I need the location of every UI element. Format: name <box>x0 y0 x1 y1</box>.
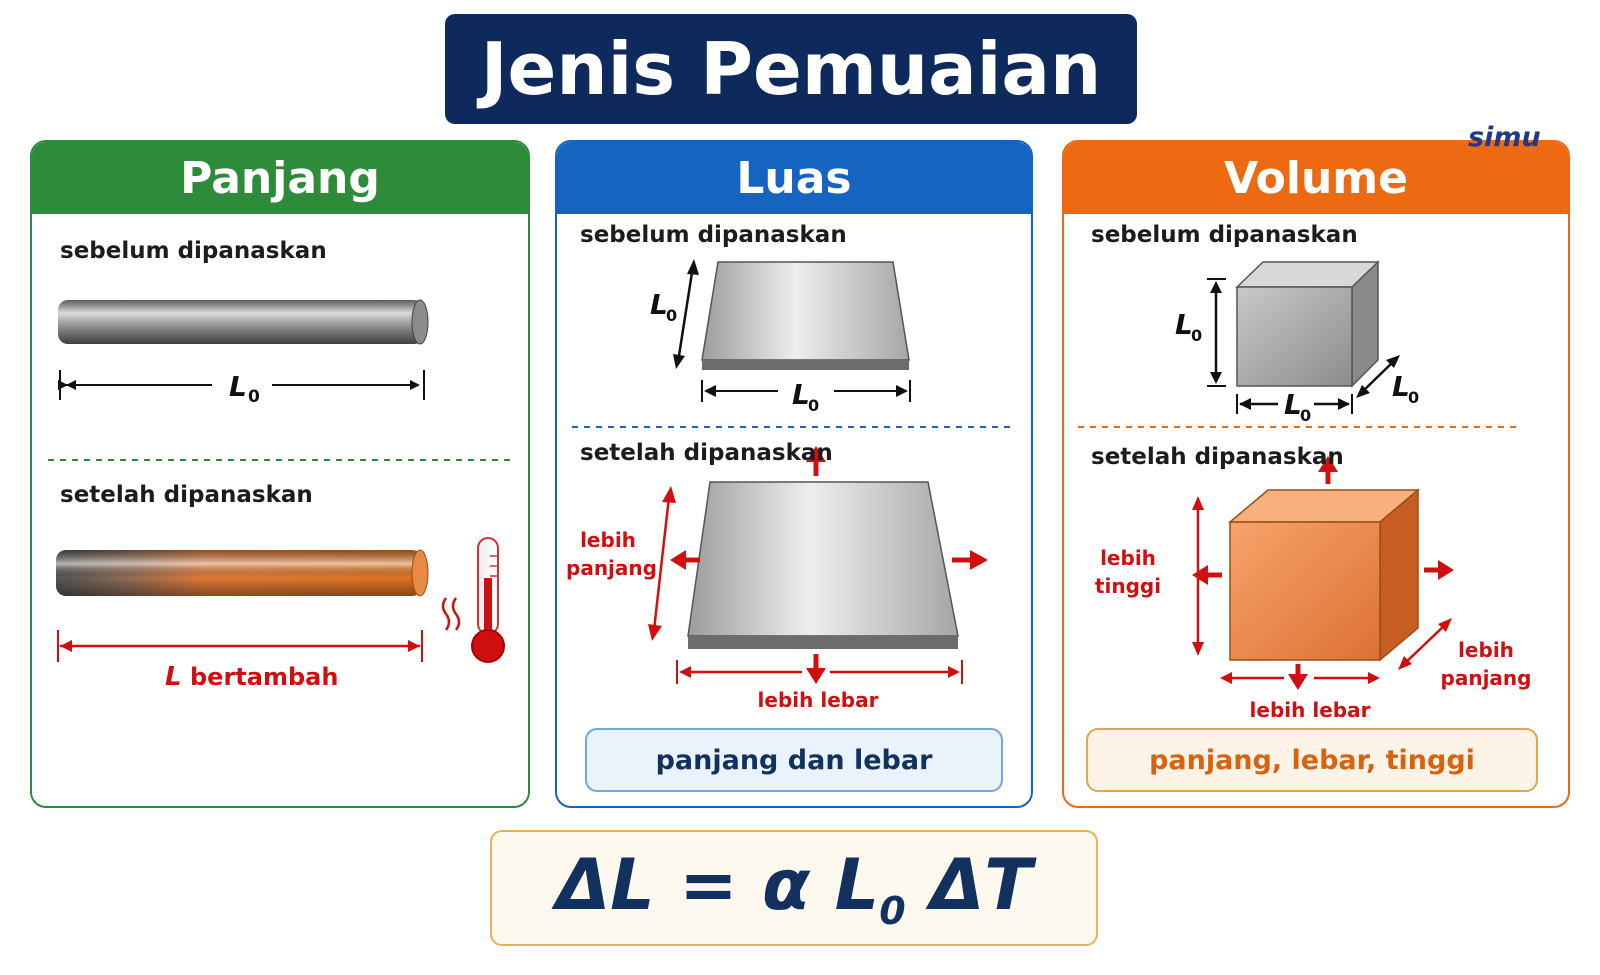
volume-after-label: setelah dipanaskan <box>1091 444 1344 470</box>
dim-sub-panjang: 0 <box>248 387 260 407</box>
luas-longer-label: lebih panjang <box>566 526 657 582</box>
panel-panjang-heading: Panjang <box>32 142 528 214</box>
formula-box: ΔL = α L0 ΔT <box>490 830 1098 946</box>
panel-volume-heading: Volume <box>1064 142 1568 214</box>
luas-after-label: setelah dipanaskan <box>580 440 833 466</box>
panel-panjang: Panjang <box>30 140 530 808</box>
dim-sub-luas-h: 0 <box>666 306 677 325</box>
volume-longer-line1: lebih <box>1458 638 1514 662</box>
title-banner: Jenis Pemuaian <box>445 14 1137 124</box>
volume-taller-line2: tinggi <box>1094 574 1162 598</box>
luas-longer-line1: lebih <box>580 528 636 552</box>
volume-longer-line2: panjang <box>1440 666 1532 690</box>
dim-sub-volume-w: 0 <box>1300 406 1311 425</box>
panel-luas: Luas <box>555 140 1033 808</box>
volume-before-label: sebelum dipanaskan <box>1091 222 1358 248</box>
expansion-arrows-volume <box>1192 456 1454 690</box>
dimension-before-panjang: L 0 <box>58 370 425 407</box>
luas-before-label: sebelum dipanaskan <box>580 222 847 248</box>
dim-sub-luas-w: 0 <box>808 396 819 415</box>
rod-before <box>58 299 429 345</box>
panjang-after-label: setelah dipanaskan <box>60 482 313 508</box>
dim-var-volume-w: L <box>1284 388 1302 421</box>
volume-longer-label: lebih panjang <box>1438 636 1534 692</box>
dim-sub-volume-d: 0 <box>1408 388 1419 407</box>
panel-volume: Volume <box>1062 140 1570 808</box>
panjang-before-label: sebelum dipanaskan <box>60 238 327 264</box>
heat-waves-icon <box>441 597 461 631</box>
plate-after <box>687 481 959 649</box>
dim-label-L0-panjang: L <box>229 370 247 403</box>
formula-rhs: ΔT <box>905 843 1032 926</box>
thermometer-icon <box>471 537 505 663</box>
luas-summary: panjang dan lebar <box>585 728 1003 792</box>
volume-taller-label: lebih tinggi <box>1086 544 1170 600</box>
cube-before <box>1235 260 1380 388</box>
simu-logo: simu <box>1468 122 1541 153</box>
page-title: Jenis Pemuaian <box>480 27 1102 111</box>
result-var-panjang: L <box>165 662 182 692</box>
rod-after <box>56 549 429 597</box>
dimension-before-volume <box>1207 278 1400 414</box>
dim-var-volume-h: L <box>1175 308 1193 341</box>
luas-wider-label: lebih lebar <box>757 688 879 712</box>
volume-wider-label: lebih lebar <box>1249 698 1371 722</box>
cube-after <box>1227 488 1421 662</box>
logo-text: simu <box>1468 122 1541 153</box>
formula-sub: 0 <box>879 888 906 933</box>
formula-lhs: ΔL = α L <box>556 843 880 926</box>
panel-luas-heading: Luas <box>557 142 1031 214</box>
dim-var-luas-h: L <box>650 288 668 321</box>
dimension-before-luas: L 0 L 0 <box>650 259 911 415</box>
luas-longer-line2: panjang <box>566 556 657 580</box>
result-panjang: bertambah <box>190 663 338 691</box>
dim-sub-volume-h: 0 <box>1191 326 1202 345</box>
dim-var-luas-w: L <box>792 378 810 411</box>
formula: ΔL = α L0 ΔT <box>556 844 1032 933</box>
dim-var-volume-d: L <box>1392 370 1410 403</box>
volume-summary: panjang, lebar, tinggi <box>1086 728 1538 792</box>
volume-taller-line1: lebih <box>1100 546 1156 570</box>
dimension-after-panjang: L bertambah <box>57 630 423 692</box>
plate-before <box>701 261 910 370</box>
expansion-arrows-luas <box>648 446 988 684</box>
